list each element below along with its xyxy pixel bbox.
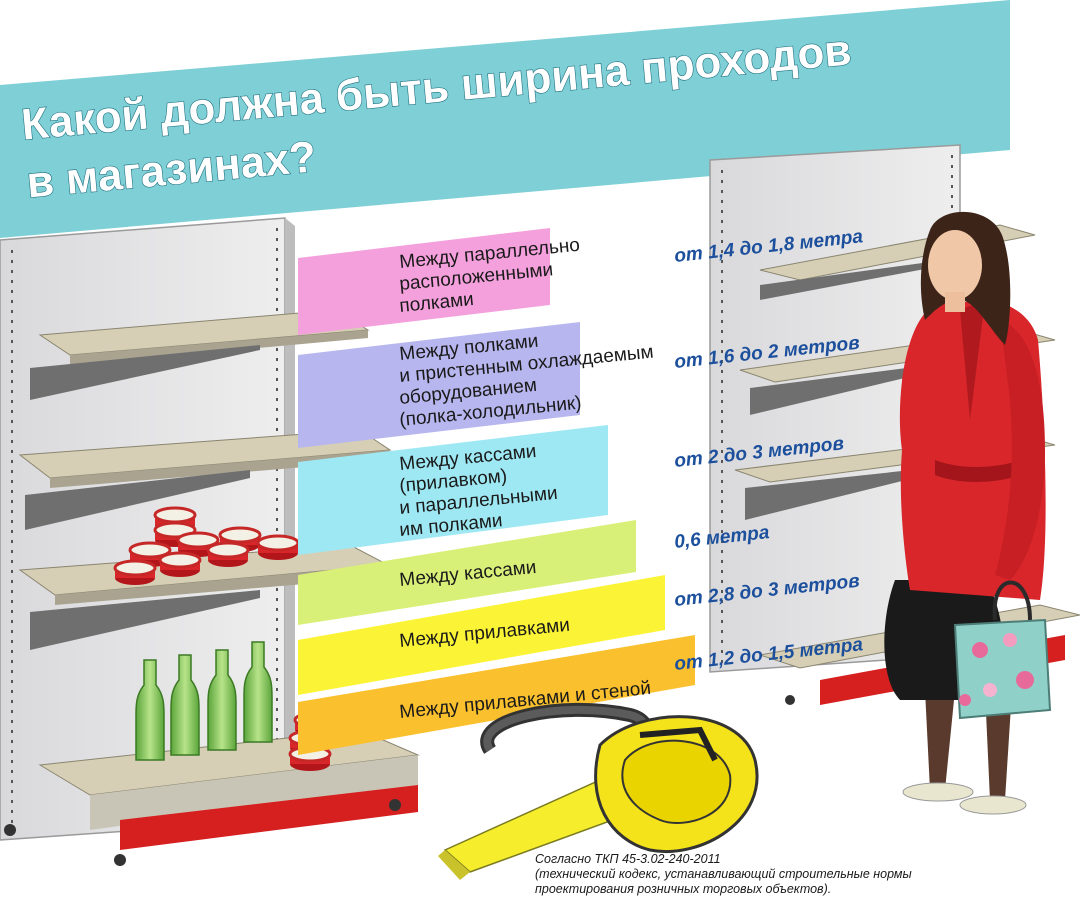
band-background	[298, 425, 608, 555]
tin-can-icon	[176, 531, 220, 549]
bottle-icon	[207, 649, 237, 751]
tin-can-icon	[113, 559, 157, 577]
tape-measure-icon	[438, 702, 759, 880]
bottle-icon	[170, 654, 200, 756]
band-1: Между параллельнорасположеннымиполкамиот…	[298, 226, 864, 335]
title-banner	[0, 0, 1010, 238]
woman-shopper-icon	[884, 211, 1052, 815]
tin-can-icon	[218, 526, 262, 544]
footnote: Согласно ТКП 45-3.02-240-2011 (техническ…	[535, 852, 1055, 897]
footnote-line-3: проектирования розничных торговых объект…	[535, 882, 832, 896]
footnote-line-1: Согласно ТКП 45-3.02-240-2011	[535, 852, 721, 866]
bottle-icon	[243, 641, 273, 743]
band-background	[298, 520, 636, 625]
tin-can-icon	[113, 506, 337, 771]
tin-can-icon	[206, 541, 250, 559]
band-background	[298, 575, 665, 695]
tin-can-icon	[256, 534, 300, 552]
footnote-line-2: (технический кодекс, устанавливающий стр…	[535, 867, 912, 881]
bottle-icon	[135, 641, 273, 761]
band-background	[298, 322, 580, 448]
band-background	[298, 228, 550, 335]
tin-can-icon	[153, 506, 197, 524]
bottle-icon	[135, 659, 165, 761]
band-background	[298, 635, 695, 755]
tin-can-icon	[158, 551, 202, 569]
tin-can-icon	[128, 541, 172, 559]
